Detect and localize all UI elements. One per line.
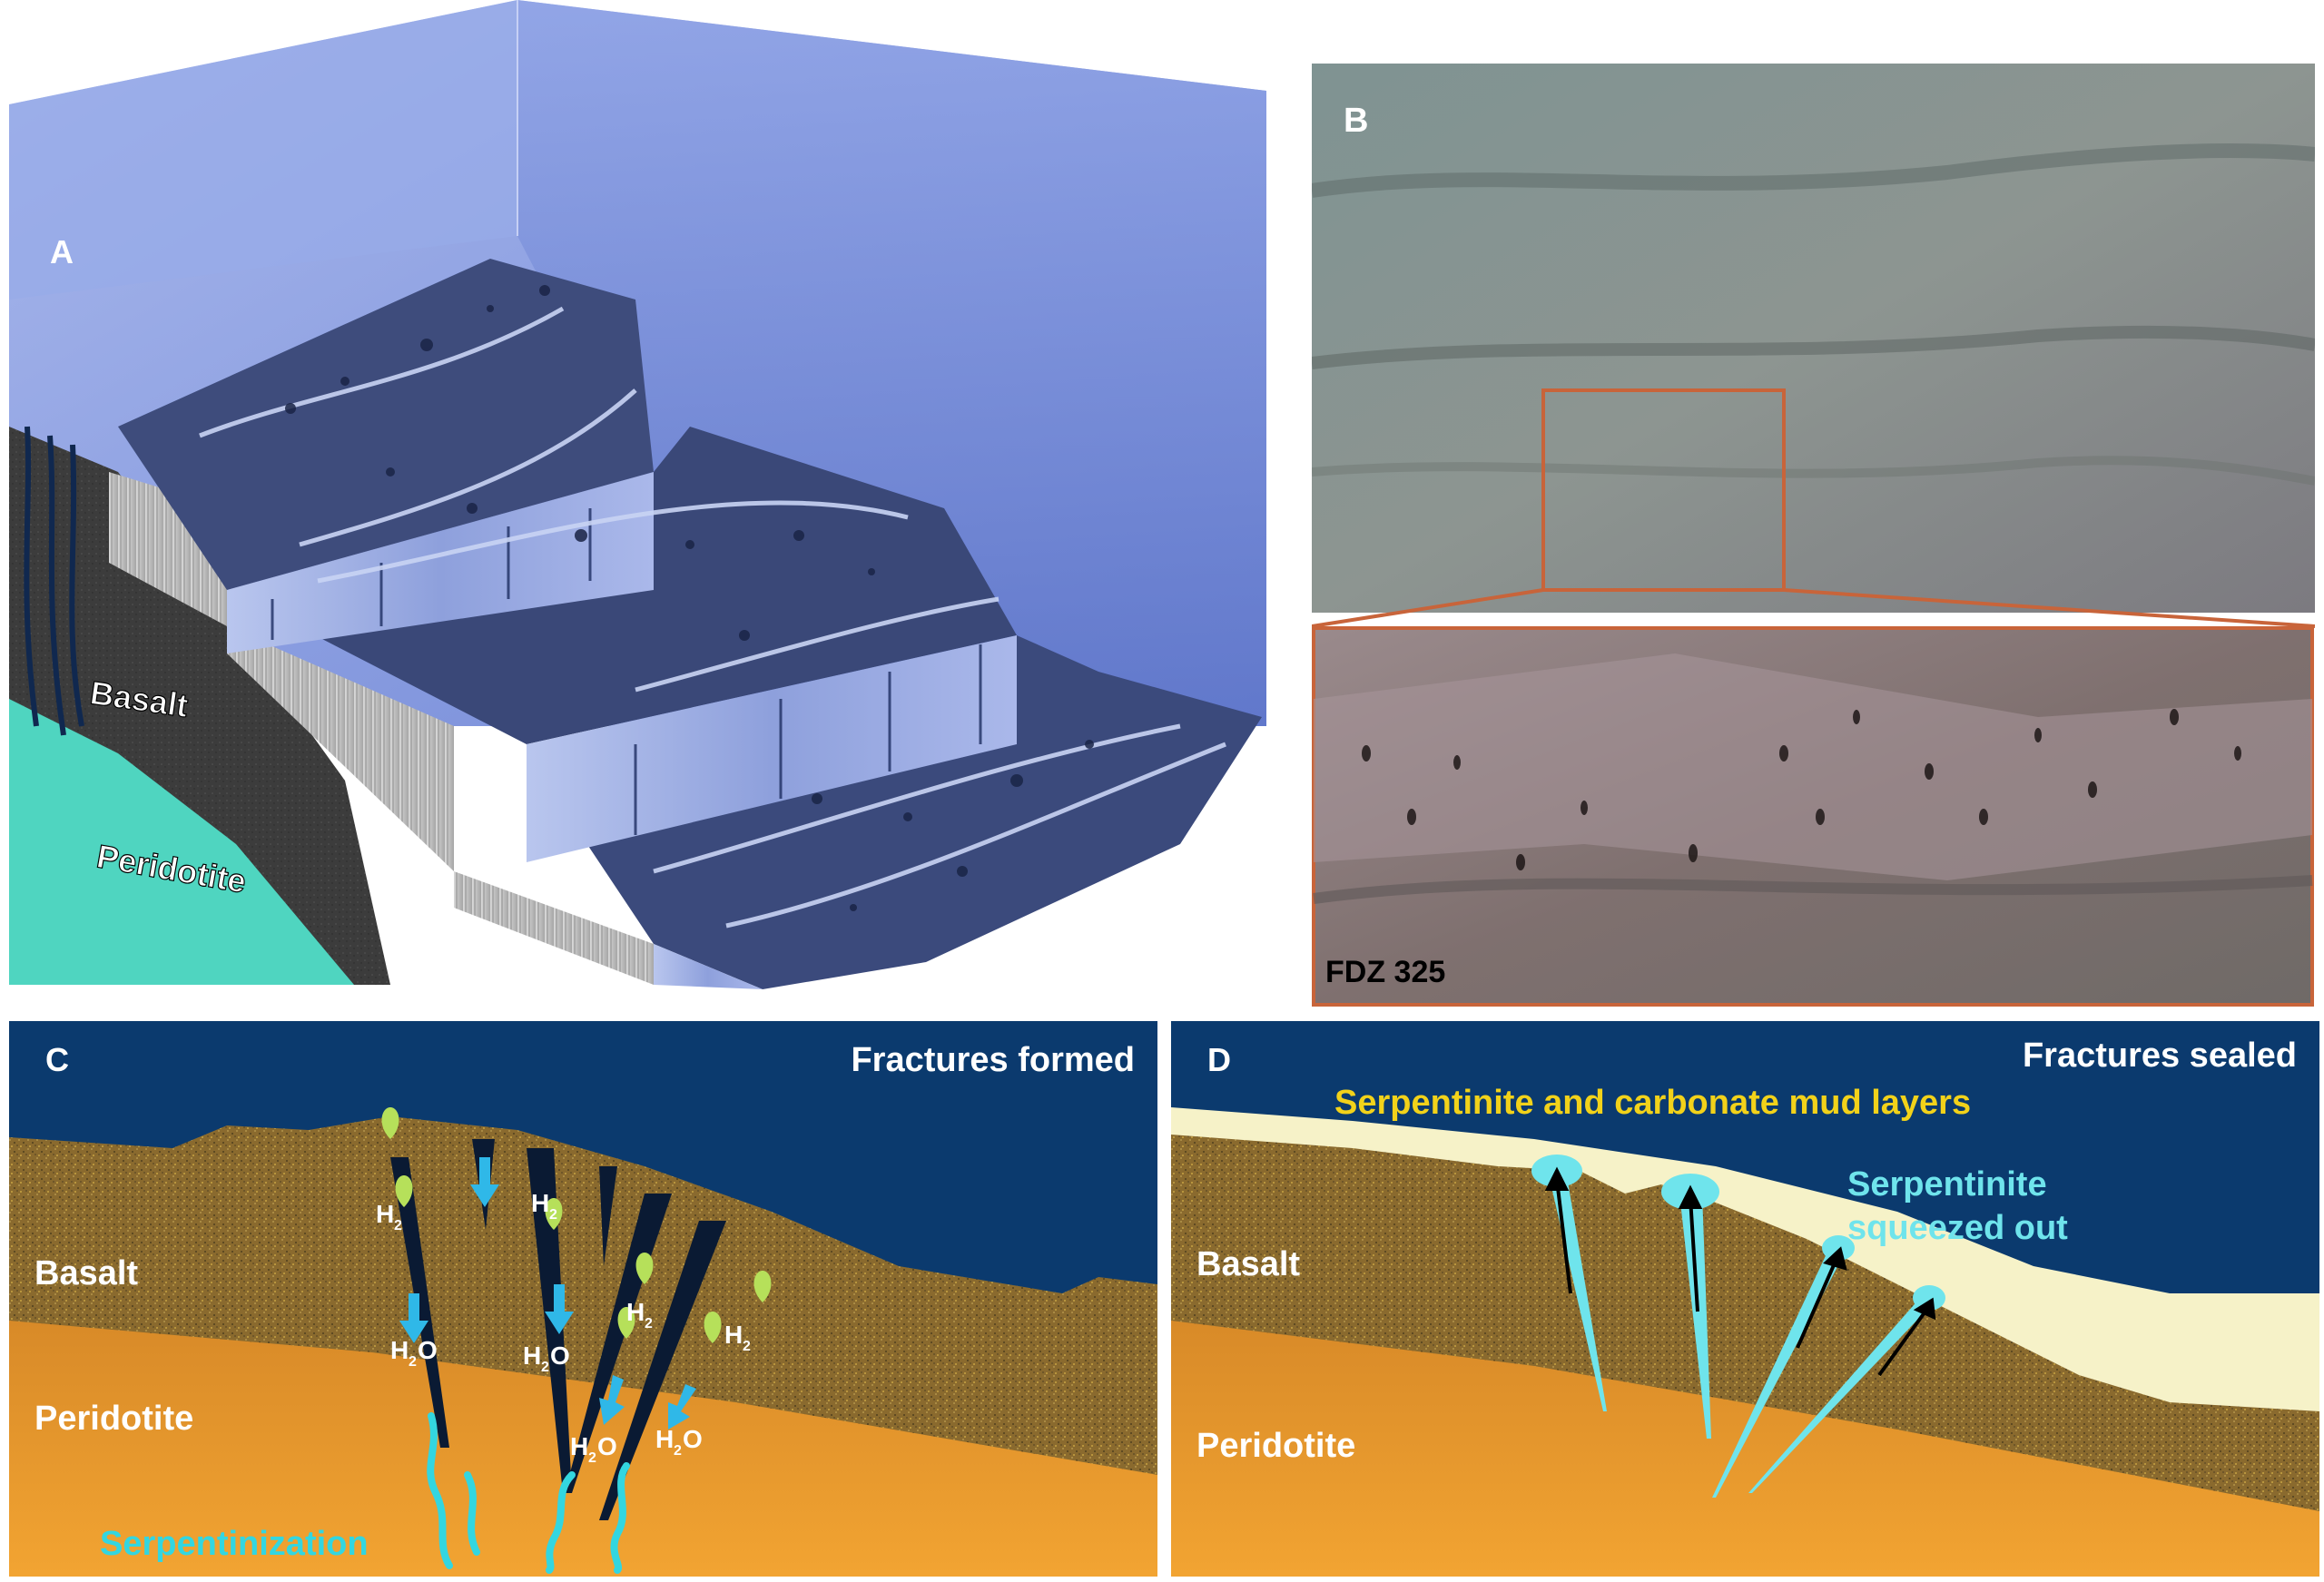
peridotite-label-c: Peridotite xyxy=(34,1400,193,1438)
fracture-formation-diagram: C Fractures formed Basalt Peridotite Ser… xyxy=(9,1021,1157,1577)
h2o-label: H xyxy=(390,1336,409,1364)
h2o-label: H xyxy=(523,1341,541,1370)
panel-c: C Fractures formed Basalt Peridotite Ser… xyxy=(9,1021,1157,1577)
h2-label: H xyxy=(531,1189,549,1217)
h2o-tail: O xyxy=(597,1432,617,1460)
panel-b: B FDZ 325 xyxy=(1312,64,2315,1007)
panel-d-title: Fractures sealed xyxy=(2023,1037,2297,1075)
peridotite-layer xyxy=(9,699,354,985)
squeezed-label-2: squeezed out xyxy=(1847,1209,2068,1247)
h2o-tail: O xyxy=(550,1341,570,1370)
h2-label: H xyxy=(724,1321,743,1349)
h2o-sub: 2 xyxy=(541,1360,549,1375)
panel-c-letter: C xyxy=(45,1041,69,1078)
mud-layer-label: Serpentinite and carbonate mud layers xyxy=(1334,1084,1971,1122)
h2o-label: H xyxy=(655,1425,674,1453)
terrace-upper xyxy=(118,259,654,590)
h2-label: H xyxy=(376,1200,394,1228)
h2o-sub: 2 xyxy=(409,1354,417,1370)
h2o-tail: O xyxy=(418,1336,438,1364)
peridotite-label-d: Peridotite xyxy=(1196,1427,1355,1465)
panel-a-letter: A xyxy=(50,233,74,270)
h2o-sub: 2 xyxy=(588,1450,596,1466)
basalt-label-d: Basalt xyxy=(1196,1245,1300,1283)
basalt-label-c: Basalt xyxy=(34,1254,138,1292)
seafloor-block-diagram: A Basalt Peridotite xyxy=(9,0,1266,989)
panel-a: A Basalt Peridotite xyxy=(0,0,1271,998)
h2-sub: 2 xyxy=(743,1339,751,1354)
seafloor-photo: B FDZ 325 xyxy=(1312,64,2315,1007)
fracture-sealing-diagram: D Fractures sealed Serpentinite and carb… xyxy=(1171,1021,2319,1577)
h2-sub: 2 xyxy=(645,1316,653,1331)
h2-sub: 2 xyxy=(549,1207,557,1223)
peridotite-layer xyxy=(1171,1321,2319,1577)
h2-sub: 2 xyxy=(394,1218,402,1233)
h2o-sub: 2 xyxy=(674,1443,682,1459)
panel-b-letter: B xyxy=(1344,102,1368,140)
zoom-box xyxy=(1541,388,1786,592)
squeezed-label-1: Serpentinite xyxy=(1847,1165,2047,1204)
h2o-tail: O xyxy=(683,1425,703,1453)
h2-label: H xyxy=(626,1298,645,1326)
panel-c-title: Fractures formed xyxy=(851,1041,1135,1079)
h2o-label: H xyxy=(570,1432,588,1460)
serpentinization-label: Serpentinization xyxy=(100,1525,369,1563)
panel-d-letter: D xyxy=(1207,1041,1231,1078)
panel-d: D Fractures sealed Serpentinite and carb… xyxy=(1171,1021,2319,1577)
inset-label: FDZ 325 xyxy=(1325,955,1445,989)
